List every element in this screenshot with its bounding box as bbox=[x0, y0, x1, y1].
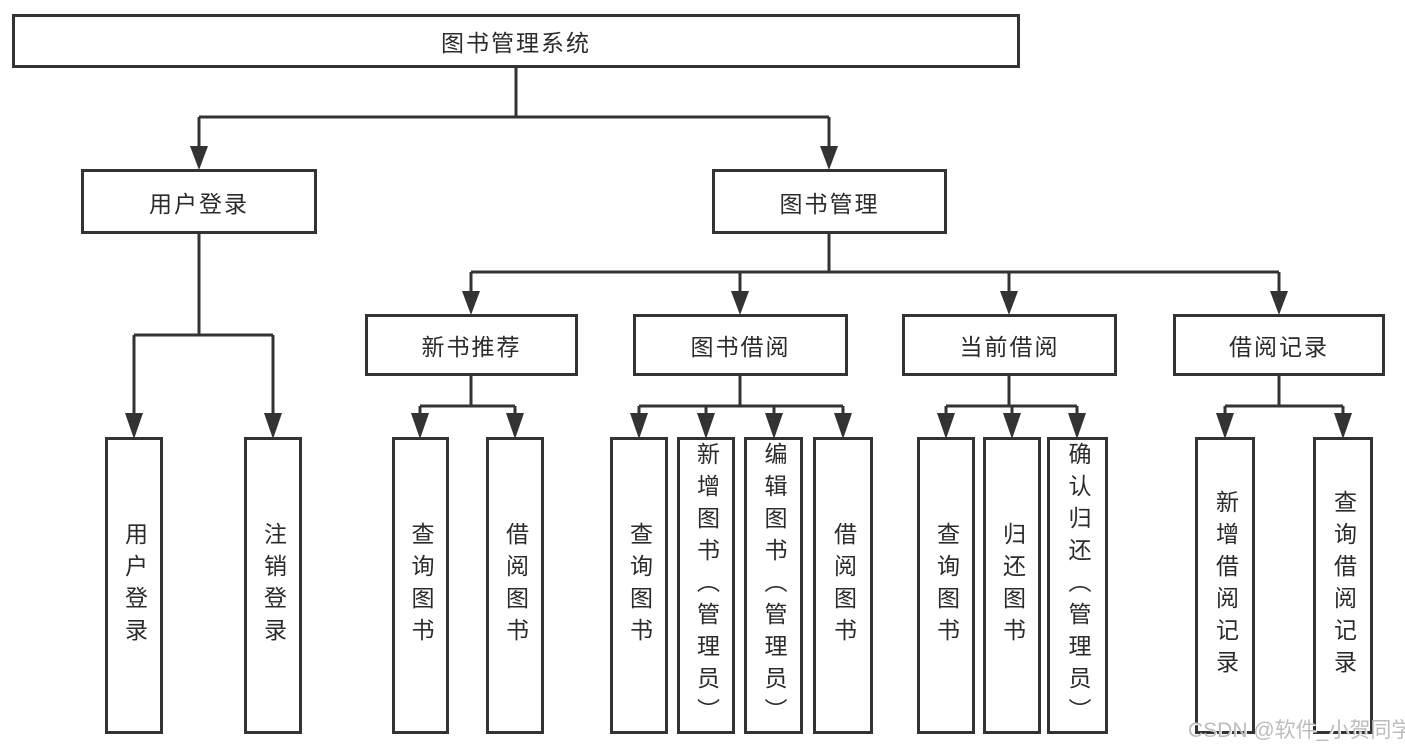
node-book-management-label: 图书管理 bbox=[779, 190, 880, 217]
leaf-add-book-admin: 新增图书（管理员） bbox=[677, 437, 735, 734]
leaf-borrow-books-borrowing-label: 借阅图书 bbox=[830, 521, 857, 650]
leaf-add-borrow-record: 新增借阅记录 bbox=[1195, 437, 1255, 734]
leaf-query-borrow-record: 查询借阅记录 bbox=[1313, 437, 1373, 734]
node-user-login-group-label: 用户登录 bbox=[149, 190, 249, 217]
leaf-query-books-current-label: 查询图书 bbox=[933, 521, 960, 650]
leaf-add-borrow-record-label: 新增借阅记录 bbox=[1212, 489, 1239, 682]
leaf-confirm-return-admin: 确认归还（管理员） bbox=[1047, 437, 1108, 734]
node-book-management: 图书管理 bbox=[712, 169, 947, 234]
leaf-query-books-borrowing: 查询图书 bbox=[610, 437, 668, 734]
leaf-query-books-current: 查询图书 bbox=[917, 437, 975, 734]
leaf-borrow-books-recommend: 借阅图书 bbox=[486, 437, 544, 734]
leaf-user-login-label: 用户登录 bbox=[121, 521, 148, 650]
leaf-edit-book-admin: 编辑图书（管理员） bbox=[744, 437, 803, 734]
leaf-confirm-return-admin-label: 确认归还（管理员） bbox=[1065, 441, 1091, 730]
leaf-add-book-admin-label: 新增图书（管理员） bbox=[693, 441, 720, 730]
leaf-logout: 注销登录 bbox=[244, 437, 302, 734]
node-current-borrowing: 当前借阅 bbox=[902, 314, 1117, 376]
node-borrowing-records-label: 借阅记录 bbox=[1229, 334, 1329, 360]
node-user-login-group: 用户登录 bbox=[81, 169, 317, 234]
node-book-borrowing-label: 图书借阅 bbox=[690, 334, 791, 360]
watermark: CSDN @软件_小贺同学 bbox=[1188, 719, 1405, 742]
leaf-borrow-books-borrowing: 借阅图书 bbox=[813, 437, 873, 734]
node-book-borrowing: 图书借阅 bbox=[633, 314, 848, 376]
node-root-label: 图书管理系统 bbox=[441, 30, 591, 56]
arrowheads bbox=[125, 146, 1352, 439]
leaf-query-books-recommend-label: 查询图书 bbox=[408, 521, 434, 650]
node-borrowing-records: 借阅记录 bbox=[1173, 314, 1385, 376]
node-new-book-recommend-label: 新书推荐 bbox=[421, 334, 522, 360]
leaf-user-login: 用户登录 bbox=[105, 437, 163, 734]
leaf-query-borrow-record-label: 查询借阅记录 bbox=[1330, 489, 1357, 682]
leaf-return-book-label: 归还图书 bbox=[999, 521, 1026, 650]
leaf-query-books-borrowing-label: 查询图书 bbox=[626, 521, 653, 650]
leaf-return-book: 归还图书 bbox=[983, 437, 1041, 734]
leaf-borrow-books-recommend-label: 借阅图书 bbox=[502, 521, 529, 650]
node-new-book-recommend: 新书推荐 bbox=[365, 314, 578, 376]
leaf-logout-label: 注销登录 bbox=[260, 521, 287, 650]
leaf-edit-book-admin-label: 编辑图书（管理员） bbox=[761, 441, 787, 730]
leaf-query-books-recommend: 查询图书 bbox=[392, 437, 449, 734]
node-root: 图书管理系统 bbox=[12, 14, 1020, 68]
node-current-borrowing-label: 当前借阅 bbox=[959, 334, 1060, 360]
